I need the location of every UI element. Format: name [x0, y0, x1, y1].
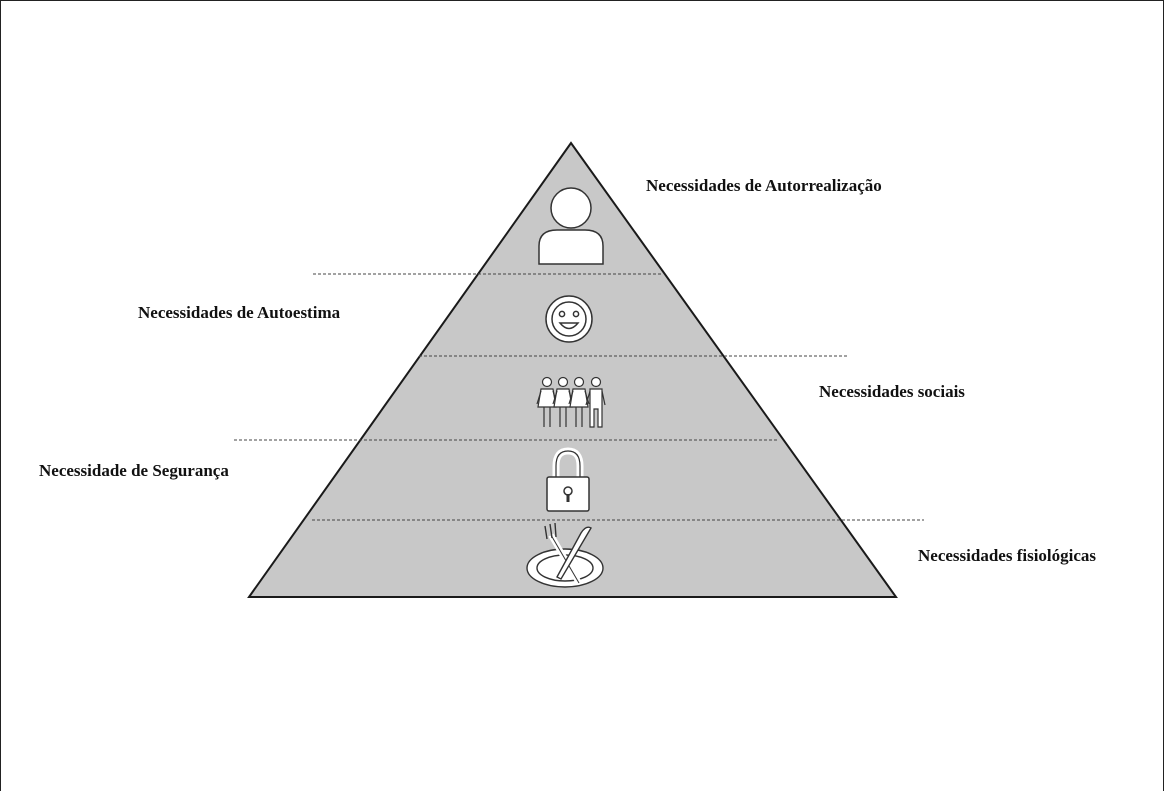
padlock-icon	[546, 447, 590, 512]
label-safety-needs: Necessidade de Segurança	[39, 461, 229, 480]
pyramid-shape	[247, 141, 898, 598]
smiley-face-icon	[545, 295, 593, 343]
plate-fork-knife-icon	[526, 522, 604, 588]
label-self-actualization: Necessidades de Autorrealização	[646, 176, 882, 195]
label-social-needs: Necessidades sociais	[819, 382, 965, 401]
person-icon	[538, 187, 604, 265]
group-of-people-icon	[536, 376, 606, 428]
label-self-esteem: Necessidades de Autoestima	[138, 303, 341, 322]
label-physiological-needs: Necessidades fisiológicas	[918, 546, 1097, 565]
